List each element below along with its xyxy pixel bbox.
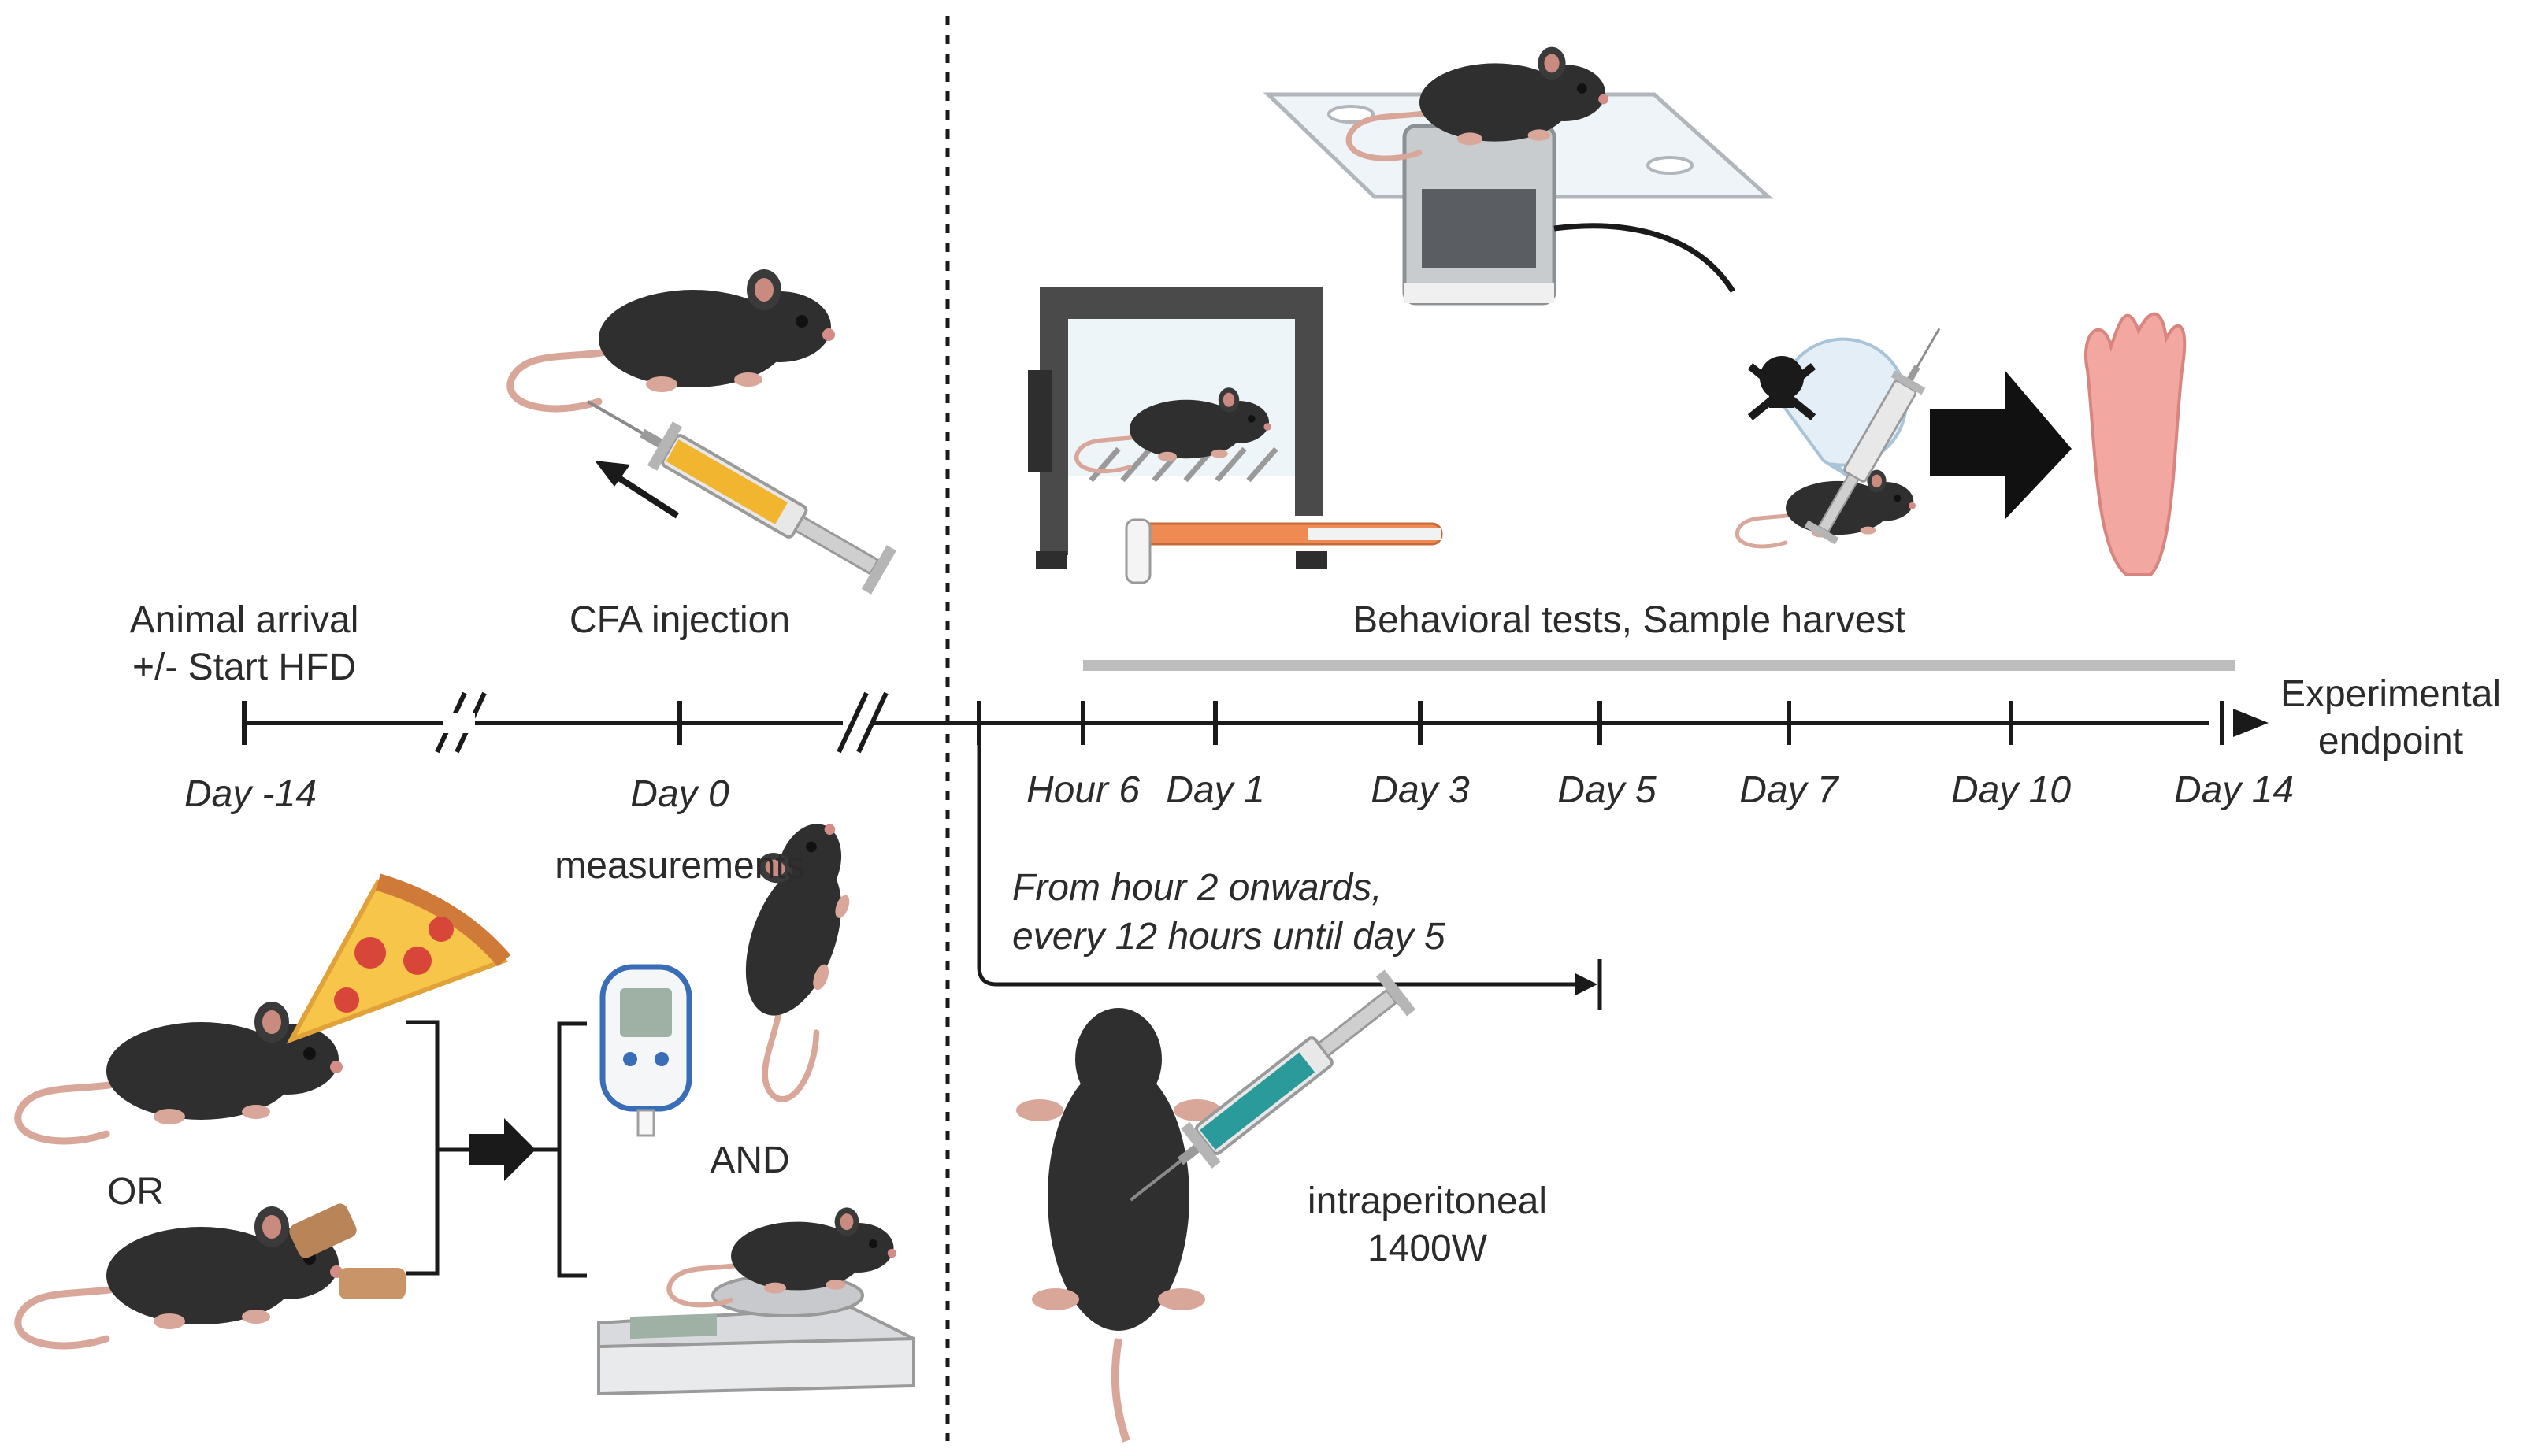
measurements-label: measurements bbox=[555, 845, 805, 887]
schedule-label-line2: every 12 hours until day 5 bbox=[1012, 916, 1445, 958]
syringe-icon bbox=[573, 378, 898, 596]
paw-tissue-icon bbox=[2084, 312, 2187, 576]
glucometer-icon bbox=[599, 964, 692, 1137]
tick-label: Day 5 bbox=[1557, 769, 1657, 811]
diet-bracket bbox=[406, 1020, 587, 1278]
scale-icon bbox=[597, 1273, 915, 1396]
mouse-icon bbox=[510, 269, 835, 409]
drug-label-line2: 1400W bbox=[1367, 1228, 1488, 1269]
tick-label: Day 0 bbox=[630, 773, 729, 815]
schedule-label-line1: From hour 2 onwards, bbox=[1012, 867, 1382, 909]
pizza-icon bbox=[286, 873, 511, 1044]
chow-pellet-icon bbox=[289, 1203, 406, 1299]
dosing-schedule-arrow bbox=[977, 723, 1583, 987]
arrow-icon bbox=[469, 1118, 536, 1181]
arrival-label-line1: Animal arrival bbox=[129, 599, 359, 641]
and-label: AND bbox=[710, 1139, 790, 1181]
tick-label: Day 10 bbox=[1950, 769, 2072, 811]
behavioral-tests-label: Behavioral tests, Sample harvest bbox=[1352, 599, 1905, 641]
tick-label: Day 14 bbox=[2173, 769, 2295, 811]
endpoint-label-line2: endpoint bbox=[2317, 721, 2464, 762]
tick-label: Day 7 bbox=[1739, 769, 1838, 811]
endpoint-label-line1: Experimental bbox=[2280, 673, 2502, 715]
arrival-label-line2: +/- Start HFD bbox=[132, 646, 357, 688]
timeline bbox=[242, 701, 2224, 745]
mouse-icon bbox=[18, 1002, 343, 1141]
tick-label: Day 3 bbox=[1371, 769, 1470, 811]
axis-break-1 bbox=[435, 691, 487, 754]
timeline-arrowhead bbox=[2233, 709, 2269, 737]
tick-label: Day -14 bbox=[184, 773, 317, 815]
or-label: OR bbox=[107, 1171, 164, 1213]
arrow-icon bbox=[608, 469, 680, 519]
tick-label: Day 1 bbox=[1166, 769, 1265, 811]
arrow-icon bbox=[1930, 370, 2072, 520]
cfa-injection-label: CFA injection bbox=[569, 599, 791, 641]
mouse-icon bbox=[1016, 1008, 1221, 1443]
drug-label-line1: intraperitoneal bbox=[1307, 1180, 1548, 1222]
syringe-icon bbox=[1113, 968, 1418, 1222]
von-frey-platform-icon bbox=[1263, 92, 1774, 306]
behavioral-harvest-bar bbox=[1083, 660, 2235, 671]
tick-label: Hour 6 bbox=[1026, 769, 1141, 811]
axis-break-2 bbox=[837, 691, 889, 754]
